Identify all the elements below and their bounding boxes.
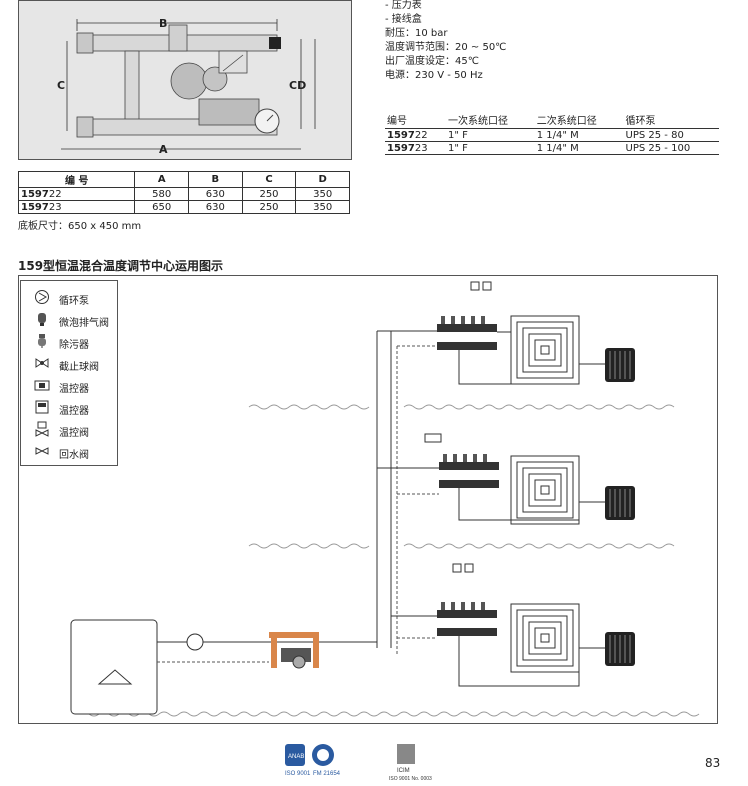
legend-label: 温控器	[59, 406, 89, 417]
dimension-table-header: 编 号 A B C D	[17, 171, 350, 188]
legend-label: 除污器	[59, 340, 89, 351]
application-diagram	[18, 275, 718, 724]
legend-item: 除污器	[21, 333, 117, 351]
legend-item: 微泡排气阀	[21, 311, 117, 329]
spec-line-3: 耐压：10 bar	[385, 28, 448, 39]
model-code: 159722	[385, 128, 446, 142]
dim-b: 630	[188, 187, 243, 201]
legend-label: 截止球阀	[59, 362, 99, 373]
certification-logos: ANAB ISO 9001 FM 21654 ICIM ISO 9001 No.…	[285, 742, 435, 782]
dim-label-a: A	[159, 143, 168, 156]
dim-b: 630	[188, 200, 243, 214]
fm-caption: FM 21654	[313, 771, 341, 777]
icim-logo-text: ICIM	[397, 768, 410, 774]
ball-valve-icon	[35, 358, 49, 368]
thermostatic-valve-icon	[35, 421, 49, 437]
iso-9001-caption: ISO 9001	[285, 771, 311, 777]
model-header-pump: 循环泵	[623, 112, 719, 129]
dirt-separator-icon	[38, 334, 46, 348]
page-number: 83	[705, 756, 721, 770]
dimension-drawing-svg: B A C CD	[57, 17, 316, 156]
legend-item: 回水阀	[21, 443, 117, 461]
dim-header-a: A	[134, 171, 190, 188]
temperature-controller-icon	[35, 400, 49, 414]
dim-d: 350	[295, 187, 350, 201]
model-secondary: 1 1/4" M	[534, 141, 624, 155]
certification-logo-svg: ANAB ISO 9001 FM 21654 ICIM ISO 9001 No.…	[285, 744, 432, 782]
table-row: 159722 1" F 1 1/4" M UPS 25 - 80	[385, 128, 719, 142]
dim-c: 250	[241, 187, 297, 201]
model-header-code: 编号	[385, 112, 446, 129]
spec-line-2: - 接线盒	[385, 14, 422, 25]
dim-code: 159722	[17, 187, 136, 201]
model-header-primary: 一次系统口径	[445, 112, 535, 129]
table-row: 159722 580 630 250 350	[17, 187, 350, 201]
dim-c: 250	[241, 200, 297, 214]
dimension-table: 编 号 A B C D 159722 580 630 250 350 15972…	[17, 171, 350, 214]
legend-item: 温控阀	[21, 421, 117, 439]
dim-label-b: B	[159, 17, 167, 30]
dim-label-c: C	[57, 79, 65, 92]
model-header-secondary: 二次系统口径	[534, 112, 624, 129]
model-table: 编号 一次系统口径 二次系统口径 循环泵 159722 1" F 1 1/4" …	[385, 112, 719, 155]
legend-label: 回水阀	[59, 450, 89, 461]
dim-a: 650	[134, 200, 190, 214]
legend-label: 循环泵	[59, 296, 89, 307]
air-vent-icon	[38, 313, 46, 326]
model-primary: 1" F	[445, 141, 535, 155]
dim-header-d: D	[295, 171, 350, 188]
pump-icon	[35, 290, 49, 304]
spec-line-4: 温度调节范围：20 ~ 50℃	[385, 42, 507, 53]
legend-label: 温控阀	[59, 428, 89, 439]
model-code: 159723	[385, 141, 446, 155]
spec-line-5: 出厂温度设定：45℃	[385, 56, 479, 67]
dim-header-code: 编 号	[17, 171, 136, 188]
legend-box: 循环泵 微泡排气阀 除污器 截止球阀 温控器 温控器 温控阀 回水阀	[20, 280, 118, 466]
model-secondary: 1 1/4" M	[534, 128, 624, 142]
dim-d: 350	[295, 200, 350, 214]
dim-header-c: C	[241, 171, 297, 188]
model-primary: 1" F	[445, 128, 535, 142]
model-pump: UPS 25 - 80	[623, 128, 719, 142]
product-dimension-drawing: B A C CD	[18, 0, 352, 160]
model-pump: UPS 25 - 100	[623, 141, 719, 155]
dim-a: 580	[134, 187, 190, 201]
dim-header-b: B	[188, 171, 243, 188]
section-title: 159型恒温混合温度调节中心运用图示	[18, 259, 224, 273]
anab-logo-text: ANAB	[288, 754, 304, 760]
table-row: 159723 1" F 1 1/4" M UPS 25 - 100	[385, 141, 719, 155]
legend-label: 微泡排气阀	[59, 318, 109, 329]
table-row: 159723 650 630 250 350	[17, 200, 350, 214]
check-valve-icon	[35, 447, 49, 455]
legend-item: 截止球阀	[21, 355, 117, 373]
legend-label: 温控器	[59, 384, 89, 395]
legend-item: 循环泵	[21, 289, 117, 307]
icim-caption: ISO 9001 No. 0003	[389, 776, 432, 782]
thermostat-icon	[34, 380, 50, 391]
legend-item: 温控器	[21, 399, 117, 417]
spec-line-1: - 压力表	[385, 0, 422, 11]
legend-item: 温控器	[21, 377, 117, 395]
application-diagram-svg	[70, 281, 700, 717]
model-table-header: 编号 一次系统口径 二次系统口径 循环泵	[385, 112, 719, 129]
spec-line-6: 电源：230 V - 50 Hz	[385, 70, 483, 81]
dim-code: 159723	[17, 200, 136, 214]
dim-label-cd: CD	[289, 79, 306, 92]
plate-size: 底板尺寸：650 x 450 mm	[18, 221, 142, 232]
